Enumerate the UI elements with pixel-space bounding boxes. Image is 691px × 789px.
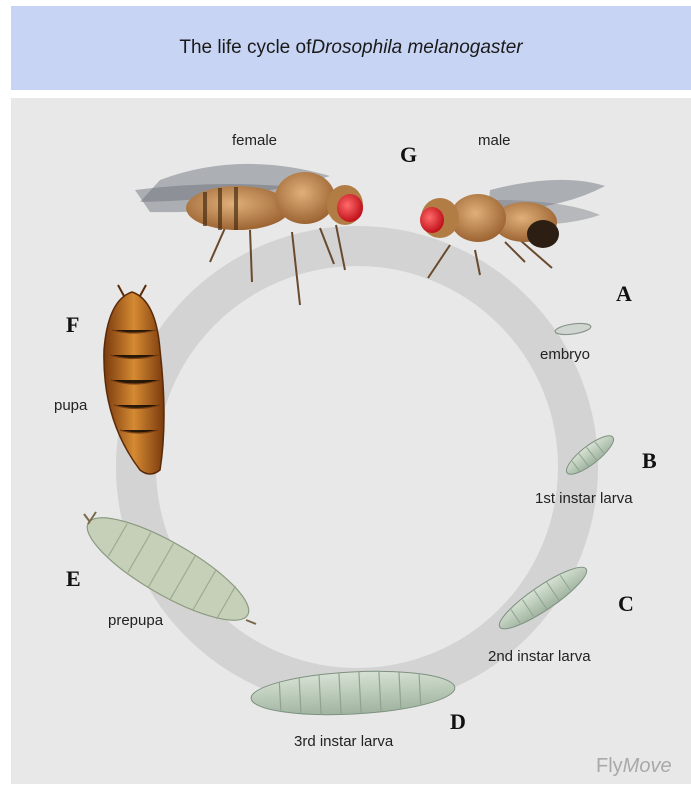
flymove-brand: FlyMove <box>596 755 672 778</box>
letter-f: F <box>66 312 79 338</box>
letter-c: C <box>618 591 634 617</box>
brand-part1: Fly <box>596 755 623 777</box>
label-pupa: pupa <box>54 397 87 414</box>
label-female: female <box>232 132 277 149</box>
label-first-instar-larva: 1st instar larva <box>535 490 633 507</box>
prepupa-image <box>75 500 260 637</box>
letter-d: D <box>450 709 466 735</box>
label-embryo: embryo <box>540 346 590 363</box>
letter-g: G <box>400 142 417 168</box>
letter-e: E <box>66 566 81 592</box>
letter-a: A <box>616 281 632 307</box>
label-third-instar-larva: 3rd instar larva <box>294 733 393 750</box>
letter-b: B <box>642 448 657 474</box>
label-prepupa: prepupa <box>108 612 163 629</box>
brand-part2: Move <box>623 755 672 777</box>
label-male: male <box>478 132 511 149</box>
pupa-image <box>104 285 164 474</box>
embryo-image <box>554 322 591 337</box>
label-second-instar-larva: 2nd instar larva <box>488 648 591 665</box>
